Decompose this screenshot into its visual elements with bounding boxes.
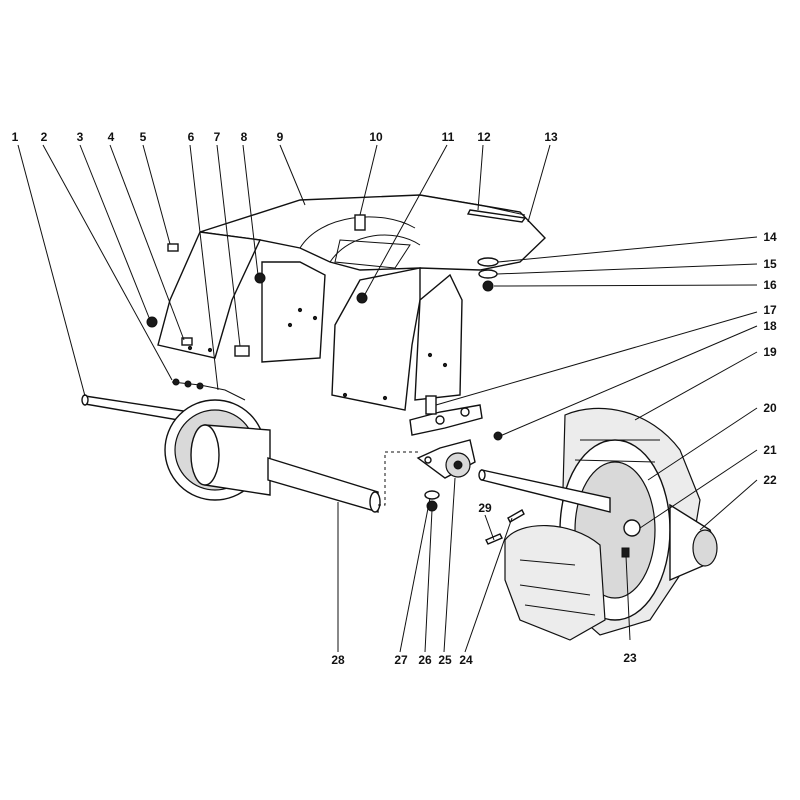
nut-8: [254, 272, 266, 284]
bolt-5: [167, 243, 179, 252]
callout-4: 4: [108, 130, 115, 144]
callout-9: 9: [277, 130, 284, 144]
callout-25: 25: [438, 653, 452, 667]
callout-12: 12: [477, 130, 491, 144]
axle-assembly: [81, 378, 381, 513]
pin-24: [507, 509, 525, 523]
mounting-bracket: [409, 404, 483, 436]
callout-26: 26: [418, 653, 432, 667]
fender-housing: [157, 194, 546, 411]
callout-17: 17: [763, 303, 777, 317]
washer-15: [478, 269, 498, 279]
nut-16: [482, 280, 494, 292]
callout-18: 18: [763, 319, 777, 333]
callout-5: 5: [140, 130, 147, 144]
callout-27: 27: [394, 653, 408, 667]
callout-6: 6: [188, 130, 195, 144]
leader-lines: [17, 144, 758, 653]
washer-27: [424, 490, 440, 500]
wheel-assembly: [478, 407, 718, 641]
bolt-17: [425, 395, 437, 415]
nut-11: [356, 292, 368, 304]
callout-1: 1: [12, 130, 19, 144]
callout-8: 8: [241, 130, 248, 144]
callout-15: 15: [763, 257, 777, 271]
callout-24: 24: [459, 653, 473, 667]
callout-14: 14: [763, 230, 777, 244]
bolt-7: [234, 345, 250, 357]
callout-7: 7: [214, 130, 221, 144]
callout-11: 11: [442, 130, 455, 144]
callout-19: 19: [763, 345, 777, 359]
hub-center: [623, 519, 641, 537]
bolt-4: [181, 337, 193, 346]
bearing-bracket: [416, 439, 476, 512]
callout-21: 21: [763, 443, 777, 457]
washer-14: [477, 257, 499, 267]
callout-22: 22: [763, 473, 777, 487]
callout-28: 28: [331, 653, 345, 667]
bolt-23: [621, 547, 630, 558]
callout-23: 23: [623, 651, 637, 665]
nut-3: [146, 316, 158, 328]
callout-numbers: 1 2 3 4 5 6 7 8 9 10 11 12 13 14 15 16 1…: [12, 130, 777, 667]
grease-fitting-18: [493, 431, 503, 441]
callout-29: 29: [478, 501, 492, 515]
callout-10: 10: [369, 130, 383, 144]
callout-13: 13: [544, 130, 558, 144]
callout-2: 2: [41, 130, 48, 144]
bolt-10: [354, 214, 366, 231]
callout-16: 16: [763, 278, 777, 292]
callout-20: 20: [763, 401, 777, 415]
callout-3: 3: [77, 130, 84, 144]
support-rod: [466, 209, 527, 223]
